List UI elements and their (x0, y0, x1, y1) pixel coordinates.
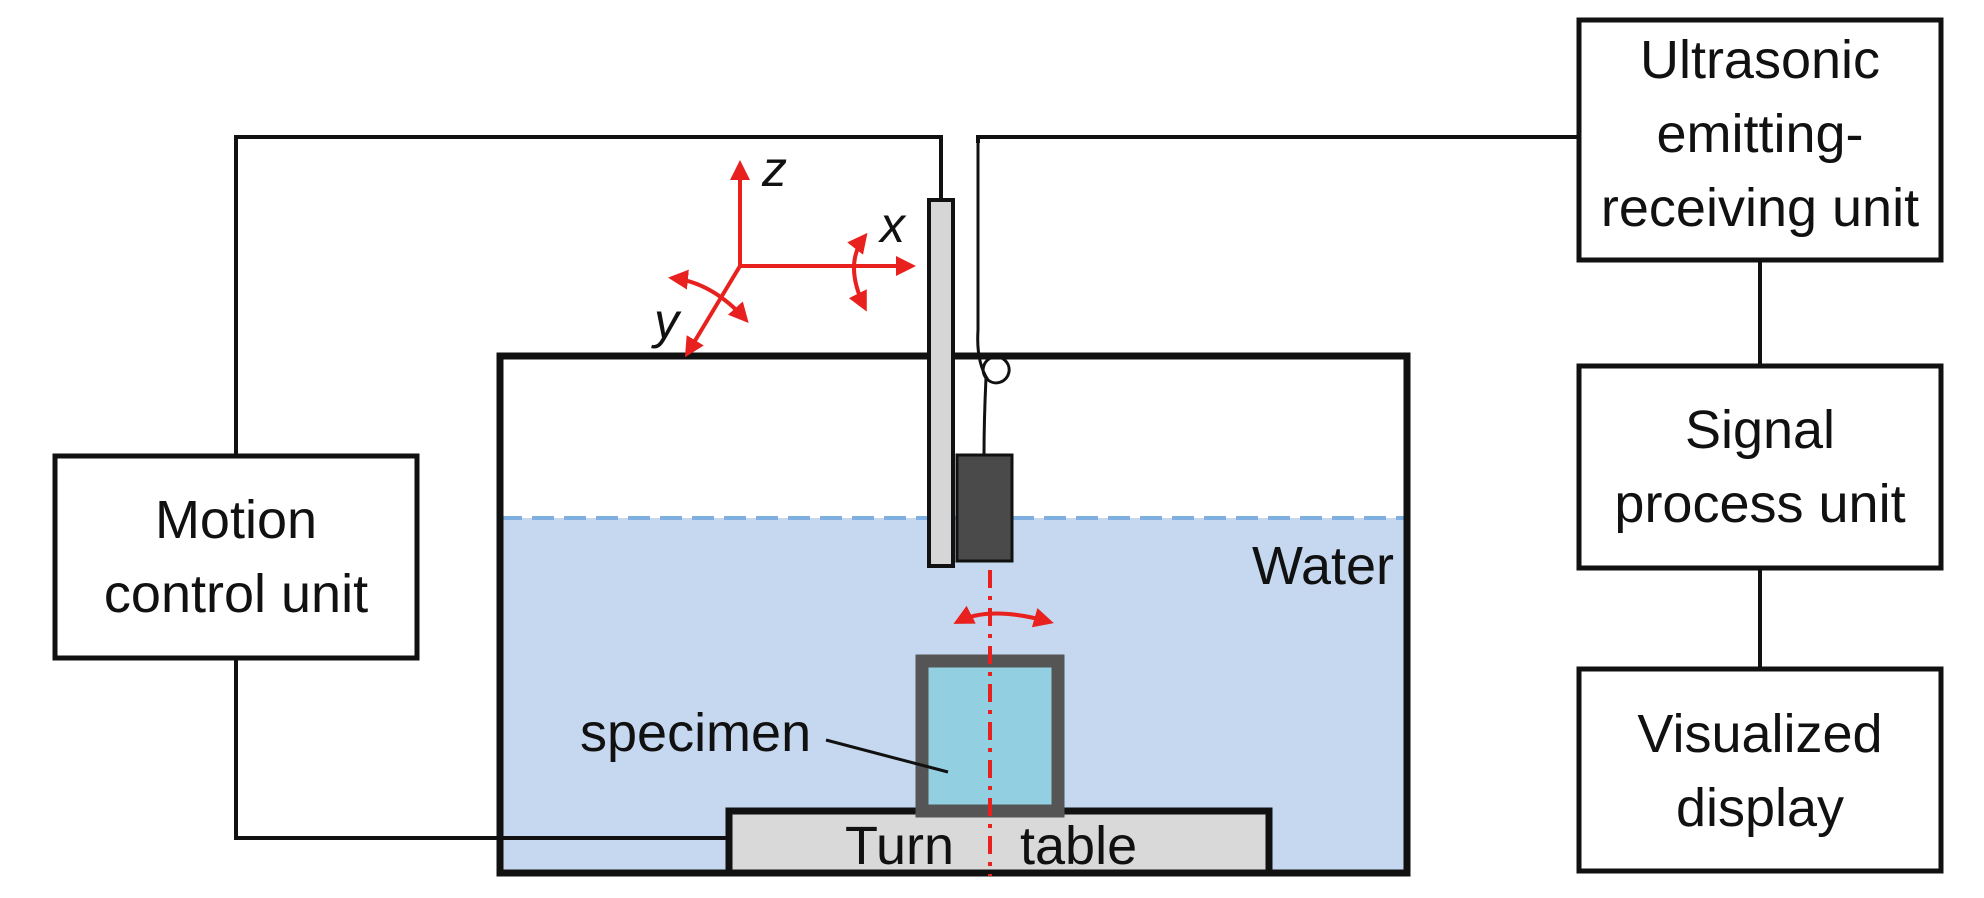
probe-rod (927, 198, 955, 568)
wire-motion-to-probe (234, 135, 943, 456)
motion-control-unit-box: Motion control unit (52, 453, 420, 661)
specimen-leader-line (825, 738, 949, 774)
axis-z-label: z (761, 141, 787, 197)
axis-x-label: x (878, 197, 907, 253)
rotation-arrow-icon (953, 605, 1054, 628)
turn-table: Turn table (725, 807, 1273, 877)
svg-text:process unit: process unit (1614, 474, 1905, 534)
table-label: table (1020, 816, 1137, 876)
probe-cable (976, 143, 1011, 456)
svg-text:control unit: control unit (104, 564, 368, 624)
svg-text:Ultrasonic: Ultrasonic (1640, 30, 1880, 90)
wire-motion-to-turntable (234, 658, 729, 840)
svg-text:emitting-: emitting- (1656, 104, 1863, 164)
specimen-label: specimen (580, 703, 811, 763)
svg-text:display: display (1676, 778, 1844, 838)
transducer-head (955, 453, 1014, 563)
xyz-axes-icon: z x y (651, 141, 916, 358)
signal-process-unit-box: Signal process unit (1576, 363, 1944, 571)
turn-label: Turn (845, 816, 954, 876)
svg-text:receiving unit: receiving unit (1601, 178, 1919, 238)
ultrasonic-transducer-icon (927, 143, 1014, 568)
svg-text:Signal: Signal (1685, 400, 1835, 460)
water-label: Water (1252, 536, 1394, 596)
svg-text:Visualized: Visualized (1637, 704, 1882, 764)
svg-text:Motion: Motion (155, 490, 317, 550)
connection-wires (234, 135, 1762, 840)
axis-y-label: y (651, 293, 682, 349)
visualized-display-box: Visualized display (1576, 666, 1944, 874)
ultrasonic-unit-box: Ultrasonic emitting- receiving unit (1576, 17, 1944, 263)
wire-probe-to-ultrasonic (976, 135, 1579, 143)
